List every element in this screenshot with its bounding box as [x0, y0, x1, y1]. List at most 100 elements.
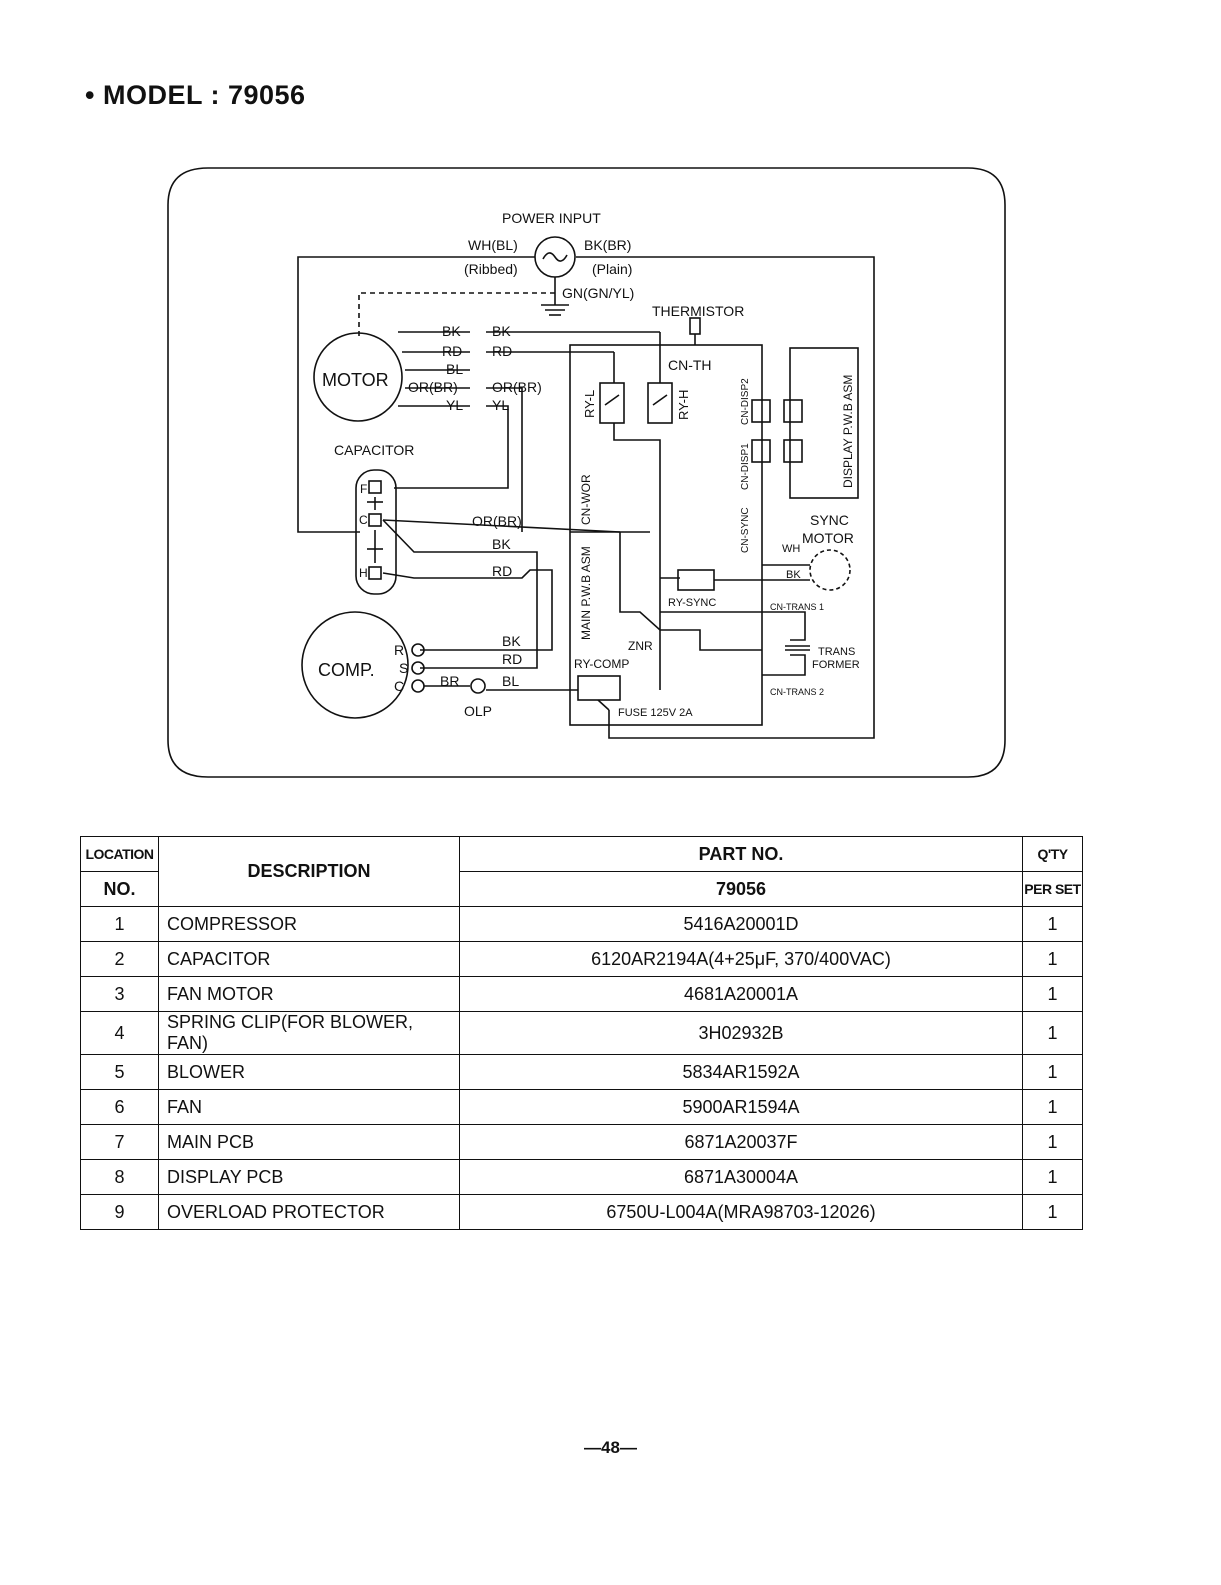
cn-wor-label: CN-WOR	[579, 474, 593, 525]
cap-wire-or: OR(BR)	[472, 513, 522, 529]
part-no-cell: 3H02932B	[459, 1011, 1023, 1055]
ry-l-label: RY-L	[582, 390, 597, 418]
olp-icon	[470, 678, 486, 694]
description-cell: OVERLOAD PROTECTOR	[158, 1194, 460, 1230]
transformer-line1: TRANS	[818, 646, 855, 658]
olp-label: OLP	[464, 703, 492, 719]
power-wire-left	[297, 256, 535, 533]
motor-label: MOTOR	[322, 370, 389, 390]
comp-wire-br: BR	[440, 673, 459, 689]
thermistor-icon	[689, 317, 701, 335]
header-per-set: PER SET	[1022, 871, 1083, 907]
qty-cell: 1	[1022, 1011, 1083, 1055]
location-cell: 4	[80, 1011, 159, 1055]
capacitor-label: CAPACITOR	[334, 442, 414, 458]
transformer-line2: FORMER	[812, 659, 860, 671]
ry-comp-label: RY-COMP	[574, 657, 629, 671]
ry-h-label: RY-H	[676, 390, 691, 420]
sync-motor-line1: SYNC	[810, 512, 849, 528]
part-no-cell: 6871A20037F	[459, 1124, 1023, 1160]
page-number: —48—	[584, 1438, 637, 1457]
motor-wire-or-l: OR(BR)	[408, 379, 458, 395]
main-pcb	[569, 344, 763, 726]
header-qty: Q'TY	[1022, 836, 1083, 872]
wiring-diagram: POWER INPUT WH(BL) (Ribbed) BK(BR) (Plai…	[167, 167, 1006, 778]
sync-wh-label: WH	[782, 543, 800, 555]
description-cell: CAPACITOR	[158, 941, 460, 977]
qty-cell: 1	[1022, 941, 1083, 977]
main-pcb-label: MAIN P.W.B ASM	[579, 546, 593, 640]
qty-cell: 1	[1022, 1124, 1083, 1160]
comp-wire-bk: BK	[502, 633, 521, 649]
description-cell: DISPLAY PCB	[158, 1159, 460, 1195]
power-wire-right	[576, 256, 875, 739]
qty-cell: 1	[1022, 1089, 1083, 1125]
motor-wire-rd-r: RD	[492, 343, 512, 359]
display-pcb	[789, 347, 859, 499]
comp-wire-bl: BL	[502, 673, 519, 689]
cn-disp2-label: CN-DISP2	[740, 378, 751, 425]
sync-motor-icon	[809, 549, 851, 591]
cn-trans2-label: CN-TRANS 2	[770, 687, 824, 697]
sync-bk-label: BK	[786, 569, 801, 581]
power-wh-label: WH(BL)	[468, 237, 518, 253]
qty-cell: 1	[1022, 906, 1083, 942]
compressor-icon	[301, 611, 409, 719]
motor-icon	[313, 332, 403, 422]
diagram-frame	[167, 167, 1006, 778]
power-bk-label: BK(BR)	[584, 237, 631, 253]
sync-motor-line2: MOTOR	[802, 530, 854, 546]
motor-wire-yl-l: YL	[446, 397, 463, 413]
power-ribbed-label: (Ribbed)	[464, 261, 518, 277]
cap-wire-bk: BK	[492, 536, 511, 552]
description-cell: SPRING CLIP(FOR BLOWER, FAN)	[158, 1011, 460, 1055]
location-cell: 9	[80, 1194, 159, 1230]
header-location: LOCATION	[80, 836, 159, 872]
cn-trans1-label: CN-TRANS 1	[770, 602, 824, 612]
cap-wire-rd: RD	[492, 563, 512, 579]
header-qty-line2: PER SET	[1024, 881, 1081, 897]
cap-terminal-c: C	[359, 513, 368, 527]
location-cell: 3	[80, 976, 159, 1012]
qty-cell: 1	[1022, 976, 1083, 1012]
cap-terminal-f: F	[360, 482, 367, 496]
description-cell: MAIN PCB	[158, 1124, 460, 1160]
comp-terminal-s: S	[399, 660, 408, 676]
description-cell: FAN	[158, 1089, 460, 1125]
location-cell: 7	[80, 1124, 159, 1160]
parts-table: LOCATION DESCRIPTION PART NO. Q'TY NO. 7…	[80, 836, 1083, 1230]
page-title: • MODEL : 79056	[85, 80, 306, 110]
power-plain-label: (Plain)	[592, 261, 632, 277]
motor-wire-bl-l: BL	[446, 361, 463, 377]
fuse-label: FUSE 125V 2A	[618, 707, 693, 719]
location-cell: 5	[80, 1054, 159, 1090]
ry-sync-label: RY-SYNC	[668, 597, 716, 609]
location-cell: 2	[80, 941, 159, 977]
header-model: 79056	[459, 871, 1023, 907]
znr-label: ZNR	[628, 639, 653, 653]
qty-cell: 1	[1022, 1159, 1083, 1195]
cn-disp1-label: CN-DISP1	[740, 443, 751, 490]
ry-comp-icon	[577, 675, 621, 701]
part-no-cell: 6750U-L004A(MRA98703-12026)	[459, 1194, 1023, 1230]
cn-th-label: CN-TH	[668, 357, 712, 373]
location-cell: 6	[80, 1089, 159, 1125]
part-no-cell: 4681A20001A	[459, 976, 1023, 1012]
motor-wire-bk-r: BK	[492, 323, 511, 339]
motor-wire-rd-l: RD	[442, 343, 462, 359]
capacitor-icon	[355, 469, 397, 595]
description-cell: FAN MOTOR	[158, 976, 460, 1012]
cap-terminal-h: H	[359, 566, 368, 580]
motor-wire-or-r: OR(BR)	[492, 379, 542, 395]
description-cell: COMPRESSOR	[158, 906, 460, 942]
thermistor-label: THERMISTOR	[652, 303, 744, 319]
power-gn-label: GN(GN/YL)	[562, 285, 634, 301]
